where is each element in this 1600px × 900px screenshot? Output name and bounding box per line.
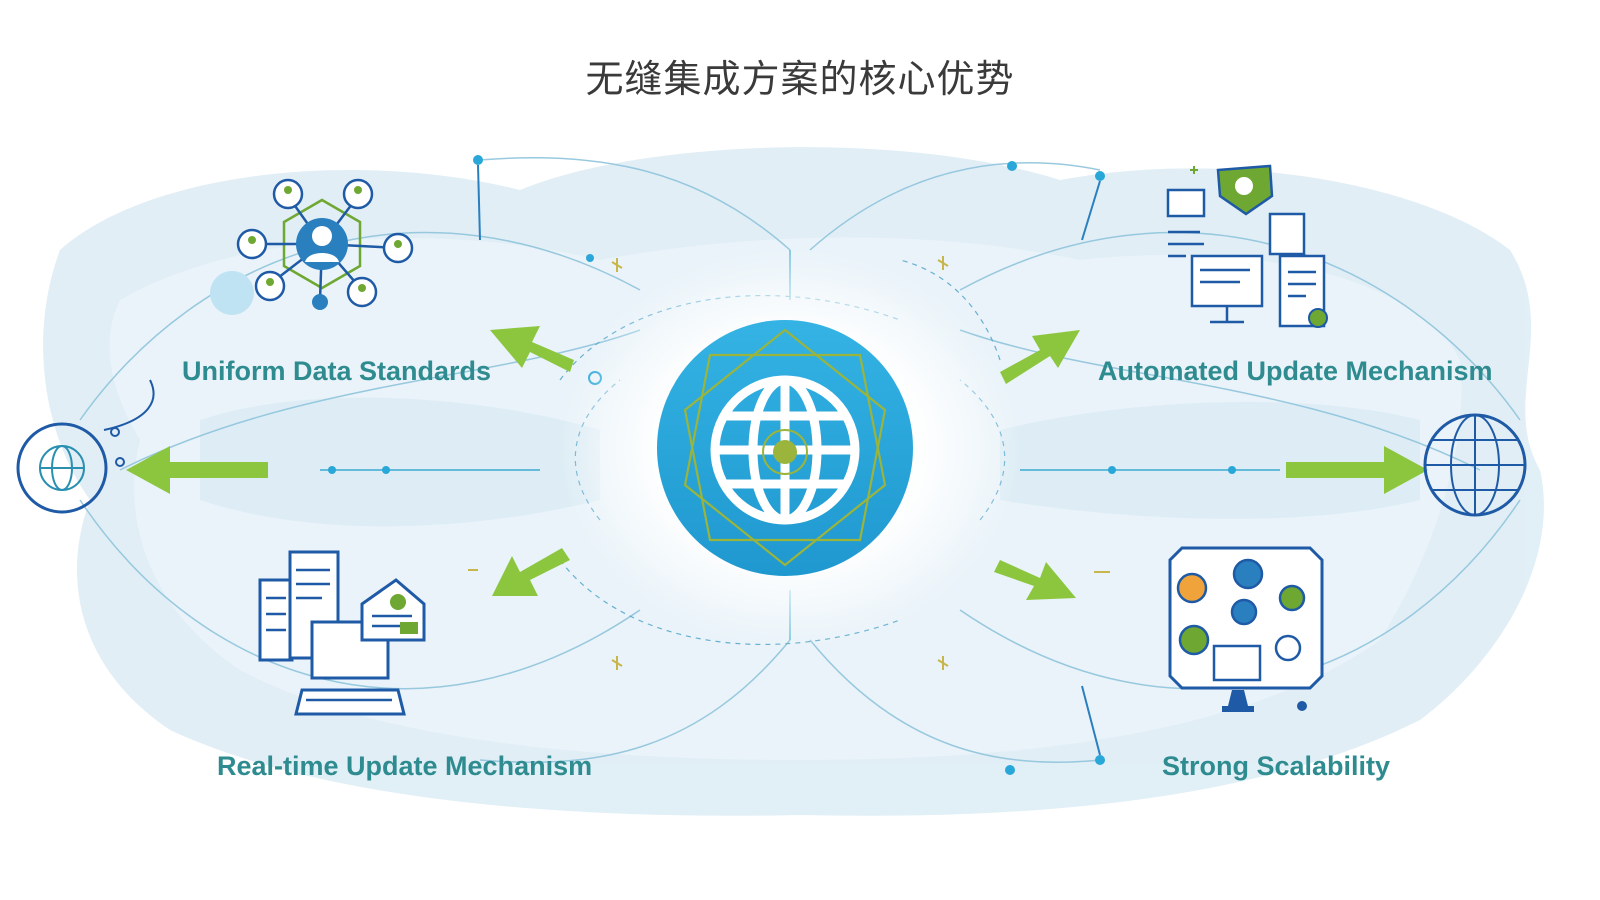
- app-grid-monitor-icon: [1168, 546, 1324, 712]
- arrow-top-right: [1000, 330, 1080, 384]
- network-people-icon: [210, 178, 414, 315]
- arrow-right: [1286, 446, 1428, 494]
- left-globe-icon: [16, 379, 155, 514]
- arrow-left: [126, 446, 268, 494]
- arrow-bottom-right: [994, 560, 1076, 600]
- label-uniform-data-standards: Uniform Data Standards: [182, 356, 492, 386]
- page-title: 无缝集成方案的核心优势: [585, 57, 1015, 101]
- documents-monitor-icon: [1166, 164, 1328, 328]
- arrow-top-left: [490, 326, 574, 372]
- label-real-time-update-mechanism: Real-time Update Mechanism: [217, 751, 593, 781]
- arrows: [126, 326, 1428, 600]
- central-globe-icon: [657, 320, 913, 576]
- pin-stems: [477, 164, 1101, 756]
- label-strong-scalability: Strong Scalability: [1162, 751, 1391, 781]
- sparkles: [468, 166, 1198, 670]
- right-globe-icon: [1423, 413, 1527, 517]
- laptop-servers-icon: [258, 550, 426, 716]
- arrow-bottom-left: [492, 548, 570, 596]
- label-automated-update-mechanism: Automated Update Mechanism: [1098, 356, 1493, 386]
